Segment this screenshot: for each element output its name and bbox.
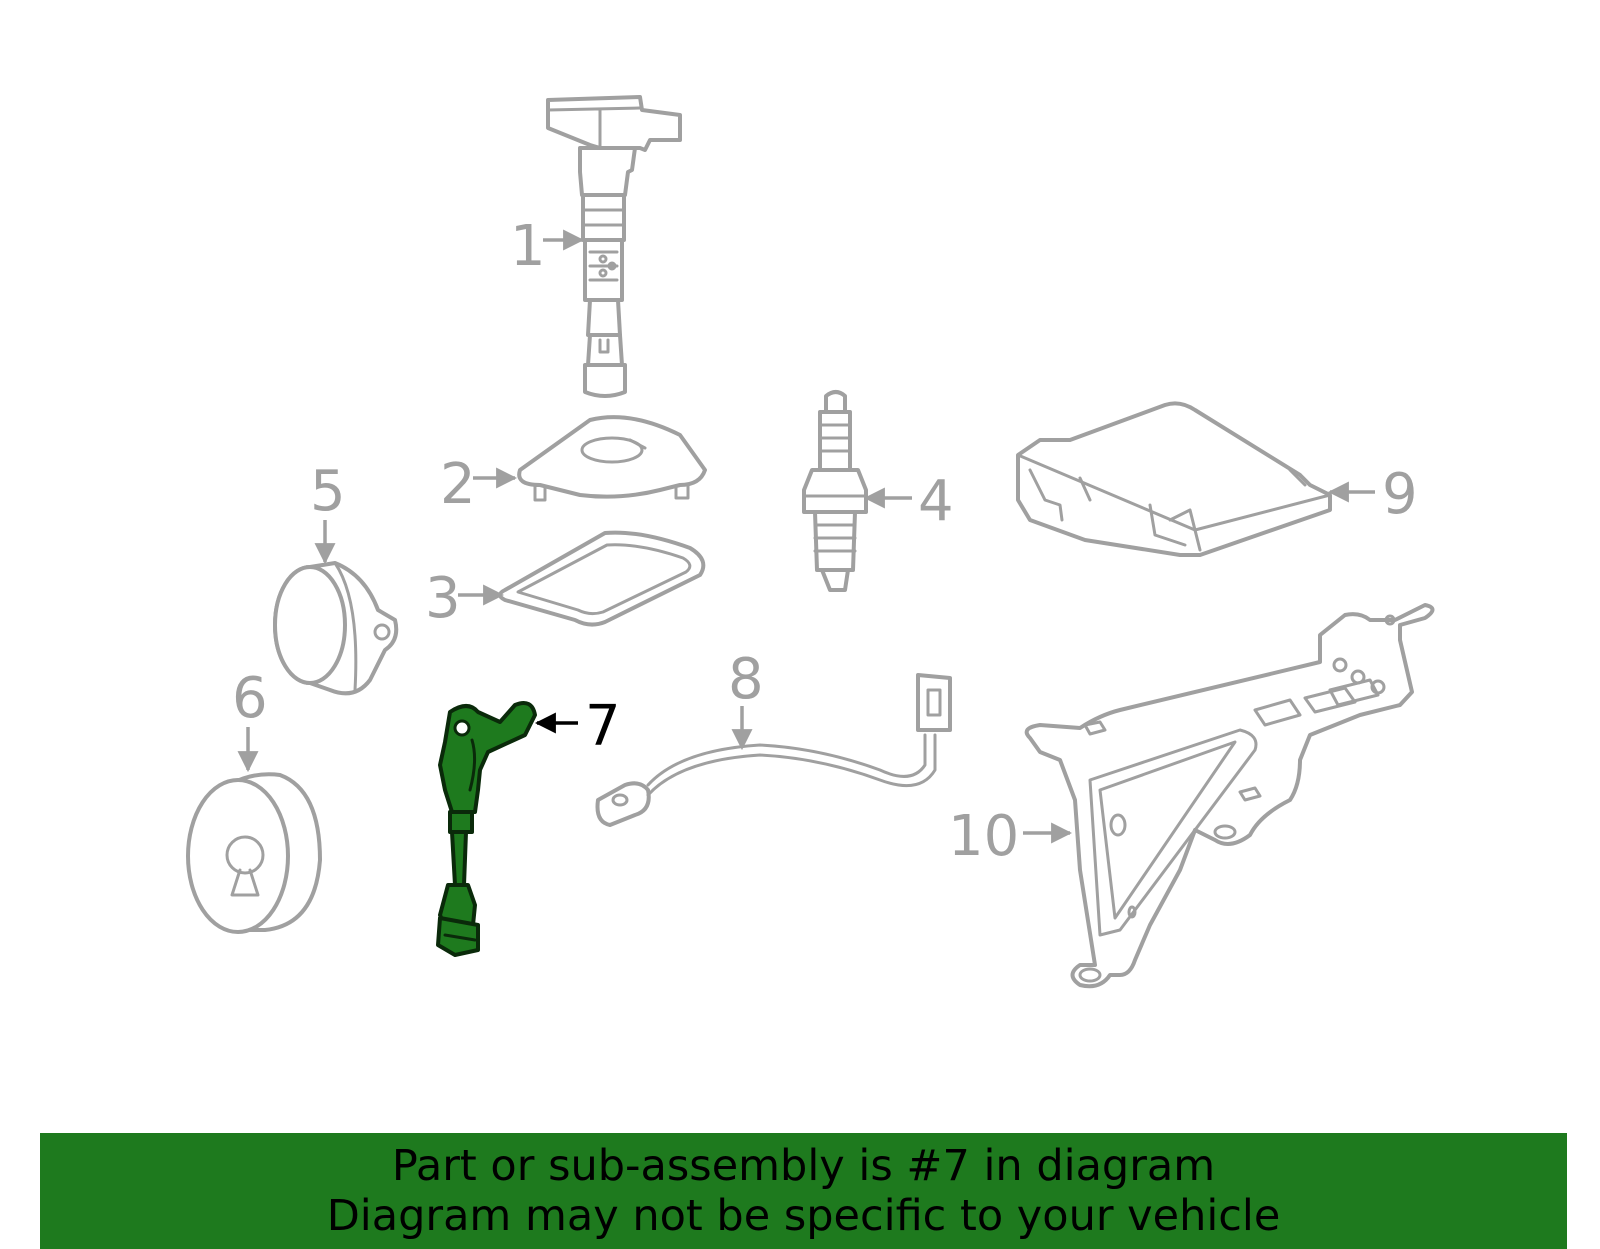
parts-diagram: 1 2 3 4: [186, 95, 1435, 989]
callout-6: 6: [232, 666, 268, 773]
part-1-ignition-coil[interactable]: [546, 95, 682, 398]
info-banner: Part or sub-assembly is #7 in diagram Di…: [40, 1133, 1567, 1249]
callout-number: 7: [585, 694, 621, 759]
callout-number: 5: [310, 459, 346, 524]
callout-3: 3: [425, 566, 505, 631]
banner-line-2: Diagram may not be specific to your vehi…: [326, 1191, 1281, 1241]
callout-number: 10: [948, 804, 1019, 869]
callout-number: 2: [440, 452, 476, 517]
callout-10: 10: [948, 804, 1073, 869]
callout-number: 3: [425, 566, 461, 631]
callout-5: 5: [310, 459, 346, 565]
part-7-sensor-highlighted[interactable]: [436, 701, 537, 957]
callout-1: 1: [510, 214, 585, 279]
callout-number: 4: [918, 469, 954, 534]
part-2-coil-bracket[interactable]: [517, 415, 707, 502]
part-8-sensor-lead[interactable]: [595, 673, 952, 827]
callout-7: 7: [534, 694, 621, 759]
callout-number: 6: [232, 666, 268, 731]
callout-4: 4: [863, 469, 954, 534]
callout-2: 2: [440, 452, 518, 517]
part-9-control-module[interactable]: [1016, 401, 1332, 557]
part-6-damper[interactable]: [186, 772, 322, 934]
part-10-bracket[interactable]: [1024, 603, 1435, 989]
callout-8: 8: [728, 647, 764, 751]
callout-number: 8: [728, 647, 764, 712]
callout-number: 1: [510, 214, 546, 279]
part-4-spark-plug[interactable]: [802, 390, 868, 592]
callout-number: 9: [1382, 462, 1418, 527]
callout-9: 9: [1327, 462, 1418, 527]
banner-line-1: Part or sub-assembly is #7 in diagram: [391, 1141, 1216, 1191]
part-3-gasket[interactable]: [498, 530, 706, 627]
part-5-sensor[interactable]: [273, 561, 399, 696]
